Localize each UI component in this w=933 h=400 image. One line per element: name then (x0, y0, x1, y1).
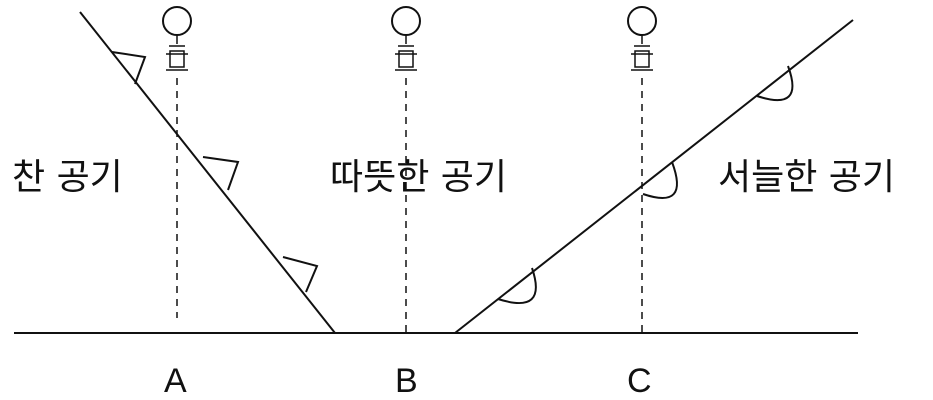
balloon-observer-icon-b (392, 7, 420, 70)
warm-air-label: 따뜻한 공기 (330, 160, 507, 196)
location-label-a: A (164, 364, 187, 398)
cold-air-label: 찬 공기 (12, 160, 123, 196)
location-label-b: B (395, 364, 418, 398)
cool-air-label: 서늘한 공기 (718, 160, 895, 196)
balloon-observer-icon-c (628, 7, 656, 70)
location-label-c: C (627, 364, 652, 398)
cold-front-triangle-1 (112, 52, 145, 84)
balloon-observer-icon-a (163, 7, 191, 70)
